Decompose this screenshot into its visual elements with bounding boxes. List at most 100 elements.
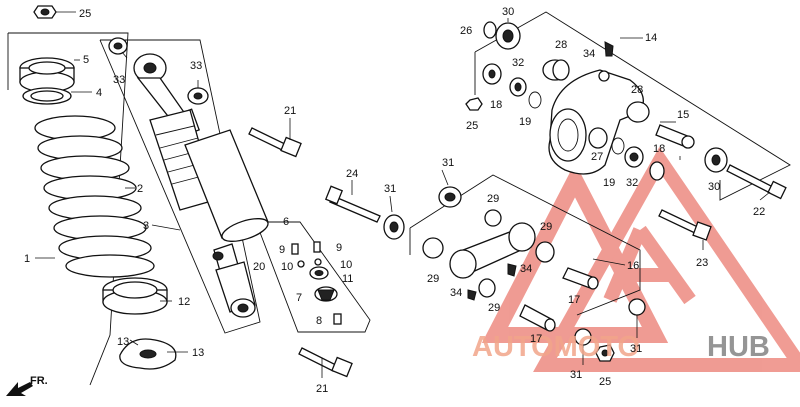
callout-label: 23: [696, 257, 708, 269]
washer-31-b: [628, 298, 646, 316]
callout-label: 25: [466, 120, 478, 132]
small-parts-6-kit: [291, 241, 342, 325]
callout-label: 29: [488, 302, 500, 314]
seal-26: [483, 21, 497, 39]
grease-fitting-34-c: [467, 289, 477, 301]
shock-absorber-group: [7, 5, 371, 386]
callout-label: 31: [384, 183, 396, 195]
callout-label: 12: [178, 296, 190, 308]
callout-label: 4: [96, 87, 102, 99]
bolt-23: [658, 209, 712, 241]
callout-label: 2: [137, 183, 143, 195]
collar-29-c: [478, 278, 496, 298]
watermark-wordmark: AUTOMOTO HUB: [472, 331, 770, 363]
callout-label: 16: [627, 260, 639, 272]
callout-label: 32: [626, 177, 638, 189]
callout-label: 34: [450, 287, 462, 299]
callout-label: 19: [603, 177, 615, 189]
nut-25: [33, 5, 57, 19]
callout-label: 9: [336, 242, 342, 254]
link-outline: [409, 174, 641, 316]
circlip-19-a: [528, 91, 542, 109]
collar-28-a: [542, 59, 570, 81]
callout-label: 10: [340, 259, 352, 271]
callout-label: 21: [316, 383, 328, 395]
callout-label: 14: [645, 32, 657, 44]
callout-label: 32: [512, 57, 524, 69]
watermark-text-1: AUTOMOTO: [472, 331, 640, 363]
callout-label: 26: [460, 25, 472, 37]
callout-label: 25: [599, 376, 611, 388]
callout-label: 21: [284, 105, 296, 117]
shock-arm-group: [465, 11, 791, 201]
front-direction-arrow: FR.: [6, 375, 48, 396]
callout-label: 31: [570, 369, 582, 381]
assembly-outline-6: [255, 221, 371, 333]
spring-seat-12: [102, 277, 168, 315]
pipe-17-a: [562, 267, 599, 290]
callout-label: 31: [630, 343, 642, 355]
bearing-32-a: [509, 77, 527, 97]
bolt-21-upper: [248, 127, 302, 158]
callout-label: 6: [283, 216, 289, 228]
callout-label: 5: [83, 54, 89, 66]
stopper-plate-13: [119, 338, 177, 370]
callout-label: 10: [281, 261, 293, 273]
callout-label: 8: [316, 315, 322, 327]
callout-label: 29: [540, 221, 552, 233]
collar-27: [588, 127, 608, 149]
callout-label: 17: [568, 294, 580, 306]
watermark-triangle-outer-icon: [533, 146, 800, 372]
watermark-text-2: HUB: [707, 331, 770, 363]
damper-body-3: [133, 53, 269, 318]
callout-label: 1: [24, 253, 30, 265]
dust-seal-18-a: [482, 63, 502, 85]
callout-label: 15: [677, 109, 689, 121]
arm-outline: [474, 11, 791, 201]
callout-label: 31: [442, 157, 454, 169]
callout-label: 19: [519, 116, 531, 128]
callout-label: 17: [530, 333, 542, 345]
collar-28-b: [626, 101, 650, 123]
collar-30-top: [495, 22, 521, 50]
lock-nut-4: [22, 87, 72, 105]
callout-label: 28: [555, 39, 567, 51]
collar-29-a: [422, 237, 444, 259]
callout-label: 13: [192, 347, 204, 359]
collar-31-link: [438, 186, 462, 208]
callout-labels: 25 5 4 33 33 2 1 3 12 13 13 21 21 6 9 9 …: [24, 6, 765, 395]
callout-label: 33: [190, 60, 202, 72]
callout-label: 34: [520, 263, 532, 275]
callout-label: 33: [113, 74, 125, 86]
front-arrow-icon: [6, 382, 33, 396]
callout-label: 7: [296, 292, 302, 304]
bolt-24-assembly: [324, 185, 405, 240]
callout-label: 13: [117, 336, 129, 348]
callout-label: 27: [591, 151, 603, 163]
nut-25-c: [595, 344, 615, 362]
callout-label: 3: [143, 220, 149, 232]
nut-25-b: [465, 97, 483, 111]
callout-label: 24: [346, 168, 358, 180]
callout-label: 18: [490, 99, 502, 111]
callout-label: 30: [708, 181, 720, 193]
callout-label: 11: [342, 273, 353, 285]
link-rod-16: [449, 209, 536, 279]
pipe-17-b: [519, 304, 556, 332]
callout-label: 28: [631, 84, 643, 96]
leader-lines: [35, 11, 771, 378]
collar-30-right: [704, 147, 728, 173]
circlip-19-b: [611, 137, 625, 155]
callout-label: 29: [487, 193, 499, 205]
collar-33-top: [108, 37, 128, 55]
callout-label: 25: [79, 8, 91, 20]
spring-2: [34, 115, 155, 278]
callout-label: 9: [279, 244, 285, 256]
front-direction-label: FR.: [30, 375, 48, 387]
pipe-15: [655, 124, 695, 149]
collar-29-b: [535, 241, 555, 263]
shock-link-group: [409, 174, 712, 362]
callout-label: 20: [253, 261, 265, 273]
